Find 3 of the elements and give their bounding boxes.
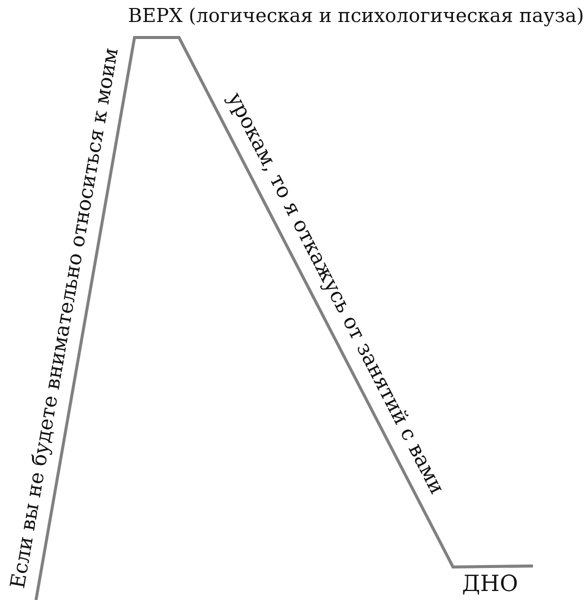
base-label: ДНО <box>462 573 518 596</box>
peak-label: ВЕРХ (логическая и психологическая пауза) <box>128 6 584 25</box>
rising-slope-text: Если вы не будете внимательно относиться к моим <box>7 46 121 590</box>
